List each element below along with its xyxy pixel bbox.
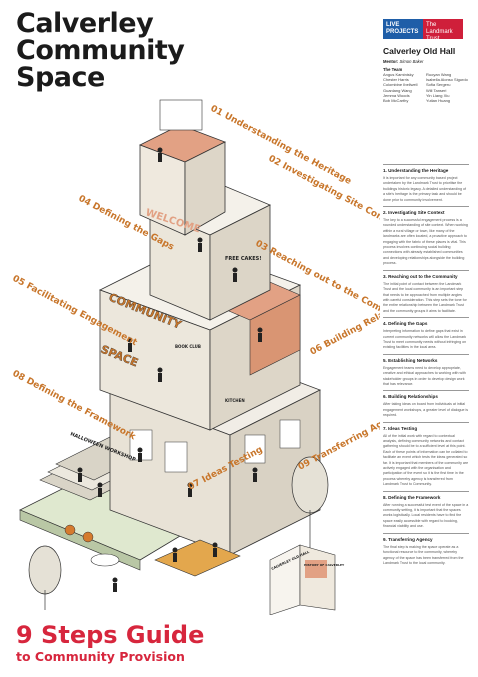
tree-left	[28, 545, 62, 610]
step-heading: 9. Transferring Agency	[383, 536, 433, 542]
team-member: Colombine Ibellwell	[383, 82, 418, 88]
live-projects-logo: LIVE PROJECTS The Landmark Trust	[383, 19, 463, 42]
team-member: Sofia Sergeru	[426, 82, 451, 88]
team-member: Yutian Huang	[426, 98, 451, 104]
step-body: It is important for any community based …	[383, 176, 467, 202]
step-body: Interpreting information to define gaps …	[383, 329, 467, 350]
mentor-label: Mentor:	[383, 59, 399, 64]
people-figures	[77, 147, 263, 592]
step-heading: 3. Reaching out to the Community	[383, 273, 458, 279]
team-member: Chester Harris	[383, 77, 409, 83]
step-heading: 1. Understanding the Heritage	[383, 168, 449, 173]
round-table	[90, 553, 120, 567]
guide-subtitle: to Community Provision	[16, 649, 185, 664]
team-heading: The Team	[383, 67, 403, 72]
step-body: After taking ideas on board from individ…	[383, 402, 469, 418]
step-label-01: 01 Understanding the Heritage	[209, 104, 353, 187]
team-member: Jemma Woods	[383, 92, 410, 98]
logo-landmark-trust: The Landmark Trust	[423, 19, 463, 42]
free-cakes-sign: FREE CAKES!	[225, 256, 262, 262]
mentor-line: Mentor: Simon Baker	[383, 59, 469, 64]
kitchen-sign: KITCHEN	[225, 398, 245, 403]
step-entry-3: 3. Reaching out to the Community The ini…	[383, 269, 469, 314]
team-member: Yin Liang Xiu	[426, 92, 450, 98]
hall-name: Calverley Old Hall	[383, 46, 456, 56]
pumpkin	[64, 524, 76, 536]
step-heading: 6. Building Relationships	[383, 394, 438, 400]
step-body: The key to a successful engagement proce…	[383, 218, 468, 266]
logo-live-projects: LIVE PROJECTS	[383, 19, 423, 39]
team-member: Ruoyan Wang	[426, 72, 452, 77]
history-book	[269, 544, 336, 615]
step-entry-6: 6. Building Relationships After taking i…	[383, 390, 469, 418]
step-heading: 4. Defining the Gaps	[383, 321, 428, 327]
step-entry-2: 2. Investigating Site Context The key to…	[383, 206, 469, 267]
title-line-2: Community	[16, 35, 185, 66]
team-member: Isabella Alonso Sigurdo	[426, 77, 468, 83]
step-body: The final step is making the space opera…	[383, 544, 464, 565]
team-member: Guanlang Wang	[383, 87, 412, 93]
team-member: Will Tanseri	[426, 87, 447, 93]
guide-title: 9 Steps Guide	[16, 621, 205, 649]
step-body: All of the initial work with regard to c…	[383, 433, 469, 487]
step-heading: 7. Ideas Testing	[383, 425, 418, 431]
book-subtitle: HISTORY OF CALVERLEY	[304, 563, 345, 567]
title-line-3: Space	[16, 62, 105, 93]
team-list: Angus Kaminisky Ruoyan Wang Chester Harr…	[383, 72, 469, 103]
team-member: Bob McCarthy	[383, 98, 409, 104]
step-body: Engagement teams need to develop appropr…	[383, 365, 466, 386]
step-entry-4: 4. Defining the Gaps Interpreting inform…	[383, 317, 469, 351]
step-entry-9: 9. Transferring Agency The final step is…	[383, 532, 469, 567]
step-entry-1: 1. Understanding the Heritage It is impo…	[383, 164, 469, 203]
mentor-name: Simon Baker	[399, 59, 424, 64]
step-entry-7: 7. Ideas Testing All of the initial work…	[383, 421, 469, 488]
pumpkin	[82, 531, 94, 543]
step-heading: 8. Defining the Framework	[383, 494, 441, 500]
picnic-mat	[154, 539, 241, 577]
step-body: After running a successful test event of…	[383, 502, 469, 529]
poster-title: Calverley Community Space	[16, 10, 216, 91]
step-entry-8: 8. Defining the Framework After running …	[383, 490, 469, 530]
heritage-panel	[159, 99, 203, 131]
project-info: Calverley Old Hall Mentor: Simon Baker T…	[383, 46, 469, 103]
tree-right	[291, 456, 329, 550]
guide-heading: 9 Steps Guide to Community Provision	[16, 622, 204, 664]
step-heading: 2. Investigating Site Context	[383, 210, 445, 216]
team-member: Angus Kaminisky	[383, 72, 414, 77]
steps-description-column: 1. Understanding the Heritage It is impo…	[383, 164, 469, 569]
top-tower	[139, 124, 226, 236]
book-club-sign: BOOK CLUB	[175, 344, 201, 349]
step-heading: 5. Establishing Networks	[383, 357, 438, 363]
title-line-1: Calverley	[16, 8, 154, 39]
salmon-room-wall	[249, 294, 301, 376]
step-body: The initial point of contact between the…	[383, 281, 467, 313]
step-entry-5: 5. Establishing Networks Engagement team…	[383, 353, 469, 388]
lower-windows	[129, 419, 301, 473]
isometric-building-illustration: WELCOME COMMUNITY SPACE FREE CAKES! HALL…	[11, 99, 380, 615]
